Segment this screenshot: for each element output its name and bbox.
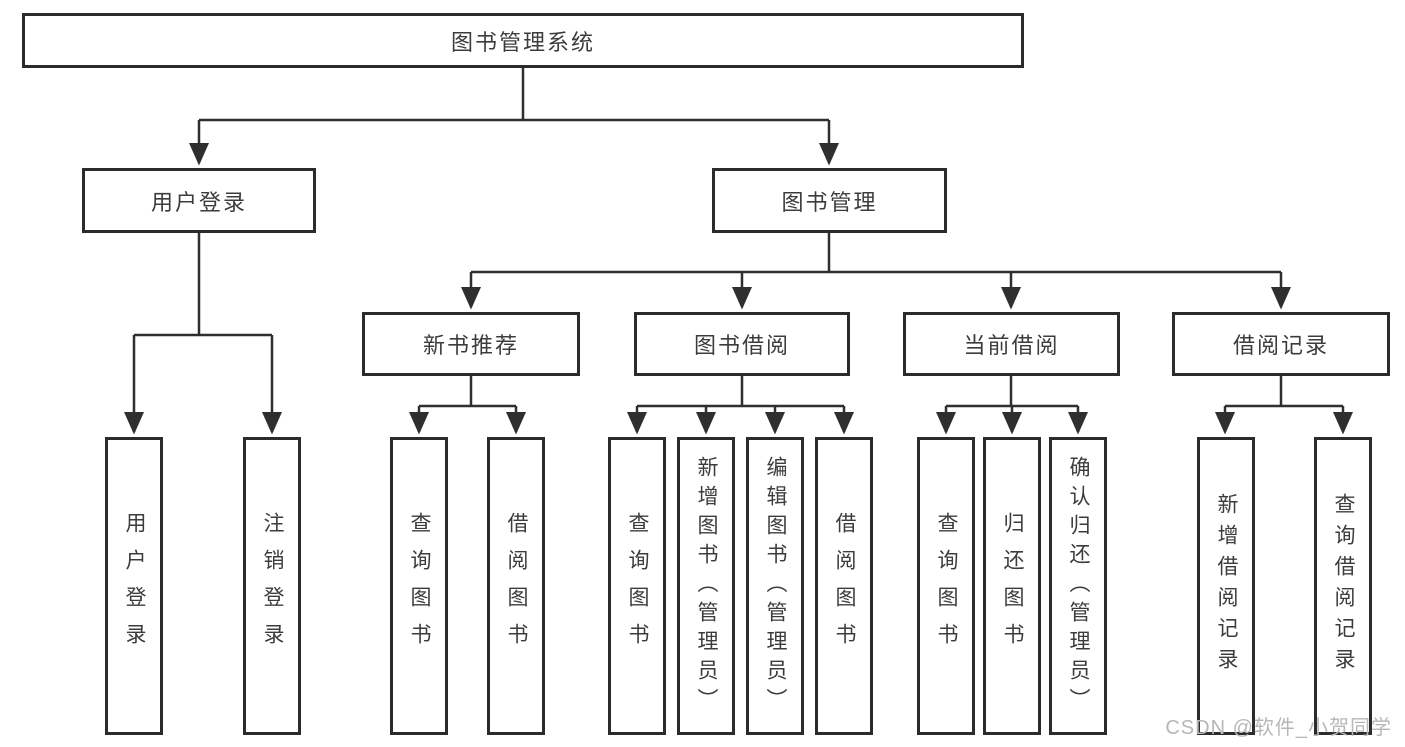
leaf-query-books-3: 查询图书 bbox=[917, 437, 975, 735]
node-borrowing-records: 借阅记录 bbox=[1172, 312, 1390, 376]
csdn-watermark: CSDN @软件_小贺同学 bbox=[1165, 717, 1392, 739]
node-current-borrowing: 当前借阅 bbox=[903, 312, 1120, 376]
node-new-book-recommend: 新书推荐 bbox=[362, 312, 580, 376]
leaf-query-borrow-record: 查询借阅记录 bbox=[1314, 437, 1372, 735]
node-book-borrowing: 图书借阅 bbox=[634, 312, 850, 376]
leaf-query-books-1: 查询图书 bbox=[390, 437, 448, 735]
node-root-system: 图书管理系统 bbox=[22, 13, 1024, 68]
node-book-management: 图书管理 bbox=[712, 168, 947, 233]
leaf-add-borrow-record: 新增借阅记录 bbox=[1197, 437, 1255, 735]
leaf-add-books-admin: 新增图书（管理员） bbox=[677, 437, 735, 735]
leaf-logout: 注销登录 bbox=[243, 437, 301, 735]
leaf-borrow-books-1: 借阅图书 bbox=[487, 437, 545, 735]
leaf-confirm-return-admin: 确认归还（管理员） bbox=[1049, 437, 1107, 735]
leaf-user-login: 用户登录 bbox=[105, 437, 163, 735]
leaf-edit-books-admin: 编辑图书（管理员） bbox=[746, 437, 804, 735]
connector-group bbox=[124, 68, 1353, 435]
node-user-login: 用户登录 bbox=[82, 168, 316, 233]
leaf-query-books-2: 查询图书 bbox=[608, 437, 666, 735]
leaf-borrow-books-2: 借阅图书 bbox=[815, 437, 873, 735]
leaf-return-books: 归还图书 bbox=[983, 437, 1041, 735]
